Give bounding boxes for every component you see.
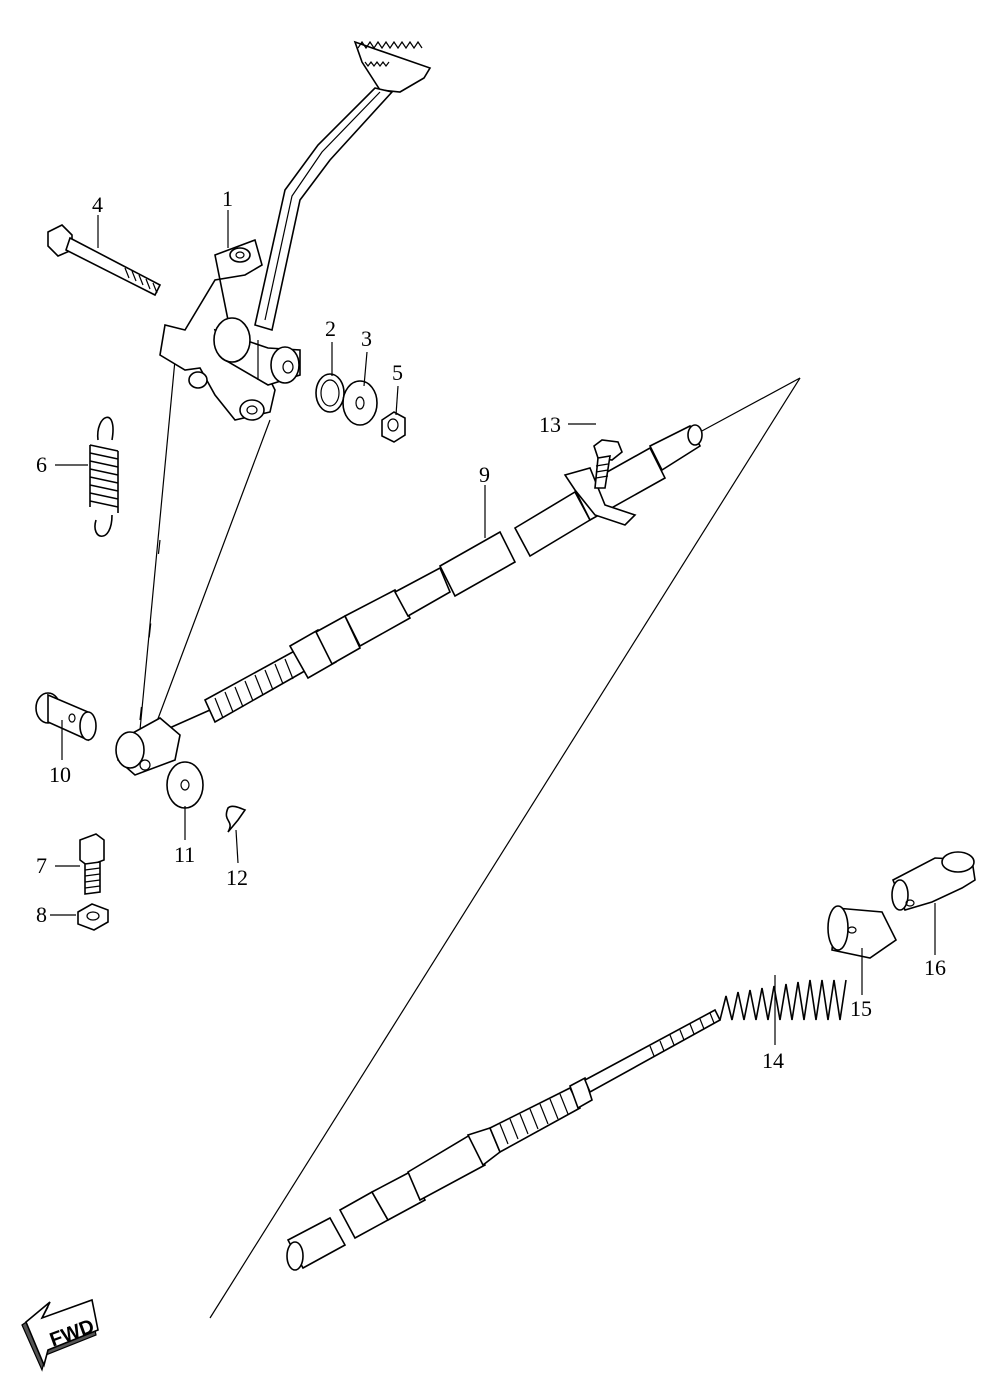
bracket-bolt	[593, 439, 623, 489]
cotter-pin	[225, 805, 247, 833]
callout-16: 16	[924, 955, 946, 980]
fwd-arrow-icon: FWD	[21, 1298, 99, 1372]
callout-11: 11	[174, 842, 195, 867]
callout-1: 1	[222, 186, 233, 211]
callout-2: 2	[325, 316, 336, 341]
adjuster-bolt	[79, 833, 105, 895]
callout-8: 8	[36, 902, 47, 927]
callout-14: 14	[762, 1048, 784, 1073]
callout-13: 13	[539, 412, 561, 437]
flat-washer	[342, 380, 378, 426]
callout-6: 6	[36, 452, 47, 477]
rod-joint	[827, 905, 898, 959]
callout-7: 7	[36, 853, 47, 878]
callout-labels: 1 2 3 4 5 6 7 8 9 10 11 12 13 14 15 16	[36, 186, 946, 1073]
rod-spring	[719, 979, 847, 1021]
callout-10: 10	[49, 762, 71, 787]
pin-washer	[166, 761, 204, 809]
pivot-bolt	[47, 224, 162, 297]
o-ring	[315, 373, 345, 413]
callout-9: 9	[479, 462, 490, 487]
brake-pedal	[159, 40, 432, 421]
leader-lines	[50, 210, 936, 1045]
return-spring	[89, 416, 119, 537]
callout-12: 12	[226, 865, 248, 890]
callout-15: 15	[850, 996, 872, 1021]
nut	[381, 411, 406, 443]
callout-4: 4	[92, 192, 103, 217]
clevis-pin	[35, 692, 97, 742]
callout-5: 5	[392, 360, 403, 385]
brake-rod-lower	[286, 1008, 722, 1271]
brake-arm-pivot	[891, 851, 976, 911]
brake-cable-upper	[115, 424, 703, 776]
callout-3: 3	[361, 326, 372, 351]
assembly-guide-lines	[139, 359, 801, 1319]
lock-nut	[77, 903, 109, 931]
